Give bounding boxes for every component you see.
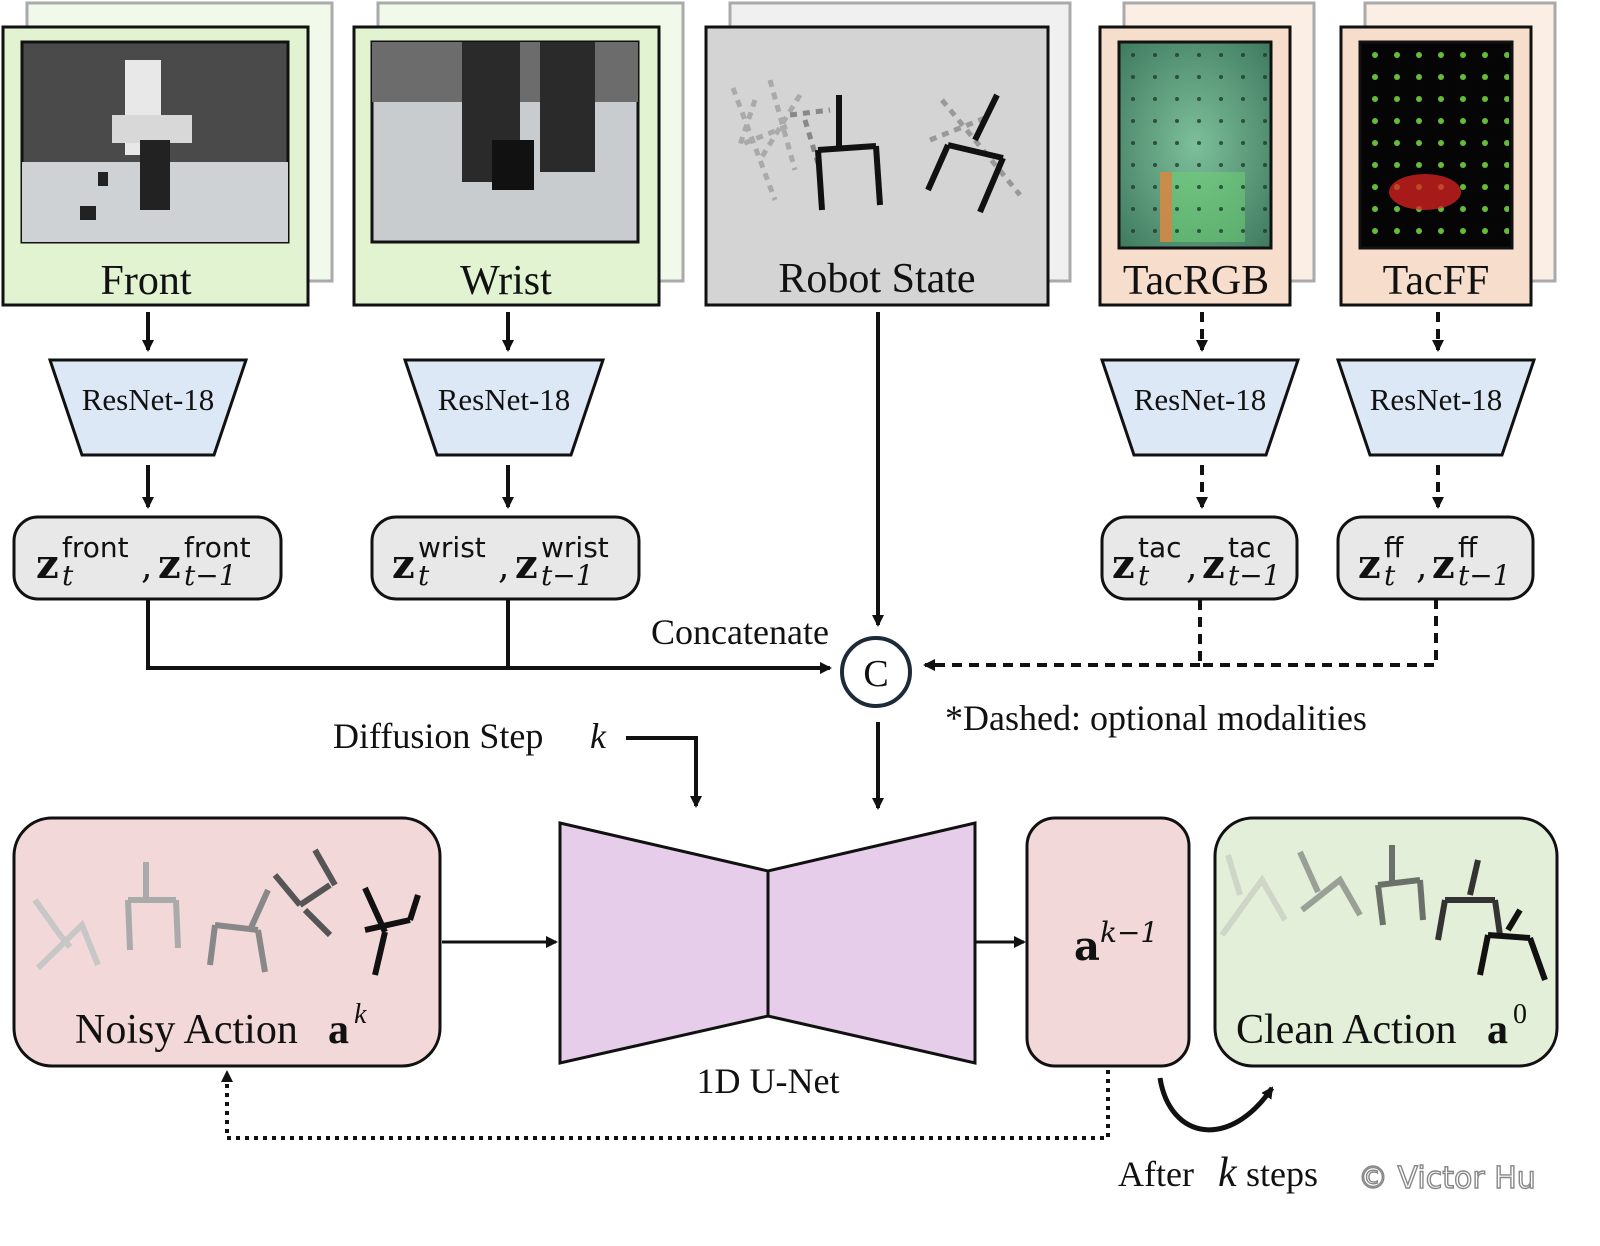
encoder-tacrgb-label: ResNet-18	[1134, 382, 1267, 417]
svg-text:tac: tac	[1228, 531, 1272, 564]
iteration-feedback-arrow	[221, 1070, 1110, 1140]
denoised-step-box: a k−1	[1025, 816, 1191, 1068]
svg-text:front: front	[62, 531, 129, 564]
svg-text:Clean Action: Clean Action	[1236, 1007, 1456, 1053]
svg-text:tac: tac	[1138, 531, 1182, 564]
svg-text:k: k	[590, 716, 607, 756]
tactile-force-field-image	[1358, 40, 1514, 250]
svg-text:z: z	[392, 541, 415, 588]
svg-text:,: ,	[1186, 546, 1197, 587]
wrist-camera-image	[370, 40, 640, 244]
front-camera-image	[20, 40, 290, 244]
svg-text:z: z	[1112, 541, 1135, 588]
wrist-camera-panel: Wrist	[352, 1, 685, 307]
svg-text:z: z	[1358, 541, 1381, 588]
concat-node: C	[840, 636, 912, 708]
diffusion-step-label: Diffusion Step k	[333, 716, 607, 756]
unet-label: 1D U-Net	[697, 1061, 840, 1101]
token-front: z front t , z front t−1	[12, 515, 283, 601]
svg-text:t−1: t−1	[541, 559, 594, 592]
encoder-wrist: ResNet-18	[402, 358, 606, 457]
encoder-tacff: ResNet-18	[1335, 358, 1537, 457]
tacrgb-label: TacRGB	[1123, 258, 1269, 304]
svg-text:wrist: wrist	[541, 531, 609, 564]
svg-text:ff: ff	[1458, 531, 1478, 564]
noisy-action-box: Noisy Action a k	[12, 816, 442, 1068]
front-label: Front	[100, 258, 191, 304]
encoder-wrist-label: ResNet-18	[438, 382, 571, 417]
wrist-label: Wrist	[460, 258, 552, 304]
svg-text:,: ,	[1416, 546, 1427, 587]
diffusion-step-arrow	[626, 736, 702, 808]
svg-text:a: a	[1074, 923, 1100, 970]
svg-text:z: z	[36, 541, 59, 588]
svg-text:steps: steps	[1246, 1154, 1318, 1194]
svg-text:,: ,	[141, 546, 152, 587]
svg-text:Noisy Action: Noisy Action	[75, 1007, 298, 1053]
encoder-front: ResNet-18	[47, 358, 249, 457]
tacff-panel: TacFF	[1339, 1, 1557, 307]
after-k-steps-label: After k steps	[1118, 1150, 1318, 1196]
robot-state-label: Robot State	[778, 256, 975, 302]
svg-text:a: a	[328, 1007, 349, 1053]
svg-text:t: t	[418, 559, 430, 592]
token-tac: z tac t , z tac t−1	[1100, 515, 1299, 601]
svg-text:t−1: t−1	[1228, 559, 1281, 592]
svg-text:t: t	[62, 559, 74, 592]
encoder-tacrgb: ResNet-18	[1099, 358, 1301, 457]
svg-text:After: After	[1118, 1154, 1194, 1194]
svg-text:,: ,	[498, 546, 509, 587]
output-arrow	[1157, 1077, 1275, 1133]
svg-text:0: 0	[1513, 999, 1527, 1030]
noisy-gripper-icons	[32, 848, 421, 976]
svg-text:t: t	[1384, 559, 1396, 592]
clean-action-box: Clean Action a 0	[1213, 816, 1559, 1068]
svg-text:Diffusion Step: Diffusion Step	[333, 716, 543, 756]
svg-text:t: t	[1138, 559, 1150, 592]
clean-action-label: Clean Action a 0	[1236, 999, 1527, 1053]
svg-text:t−1: t−1	[1458, 559, 1511, 592]
tactile-rgb-image	[1117, 40, 1273, 250]
svg-text:z: z	[515, 541, 538, 588]
svg-text:k: k	[1218, 1150, 1238, 1196]
encoder-front-label: ResNet-18	[82, 382, 215, 417]
svg-text:z: z	[1432, 541, 1455, 588]
svg-text:ff: ff	[1384, 531, 1404, 564]
input-arrows	[142, 312, 1444, 352]
svg-text:front: front	[184, 531, 251, 564]
robot-state-panel: Robot State	[704, 1, 1072, 307]
clean-gripper-icons	[1219, 845, 1548, 982]
svg-text:a: a	[1487, 1007, 1508, 1053]
concat-connectors	[146, 312, 1438, 810]
unet-block: 1D U-Net	[558, 821, 977, 1101]
svg-text:z: z	[158, 541, 181, 588]
token-wrist: z wrist t , z wrist t−1	[370, 515, 641, 601]
svg-text:k−1: k−1	[1100, 916, 1158, 949]
svg-text:t−1: t−1	[184, 559, 237, 592]
tacff-label: TacFF	[1383, 258, 1490, 304]
svg-text:z: z	[1202, 541, 1225, 588]
svg-text:k: k	[354, 999, 367, 1030]
encoder-tacff-label: ResNet-18	[1370, 382, 1503, 417]
concatenate-label: Concatenate	[651, 612, 829, 652]
token-ff: z ff t , z ff t−1	[1336, 515, 1535, 601]
gripper-pose-icon	[730, 79, 1022, 214]
noisy-action-label: Noisy Action a k	[75, 999, 367, 1053]
front-camera-panel: Front	[1, 1, 334, 307]
watermark: © Victor Hu	[1358, 1161, 1536, 1196]
svg-text:wrist: wrist	[418, 531, 486, 564]
encoder-arrows	[142, 465, 1444, 509]
concat-symbol: C	[863, 653, 888, 695]
optional-note: *Dashed: optional modalities	[945, 698, 1367, 738]
tacrgb-panel: TacRGB	[1098, 1, 1316, 307]
